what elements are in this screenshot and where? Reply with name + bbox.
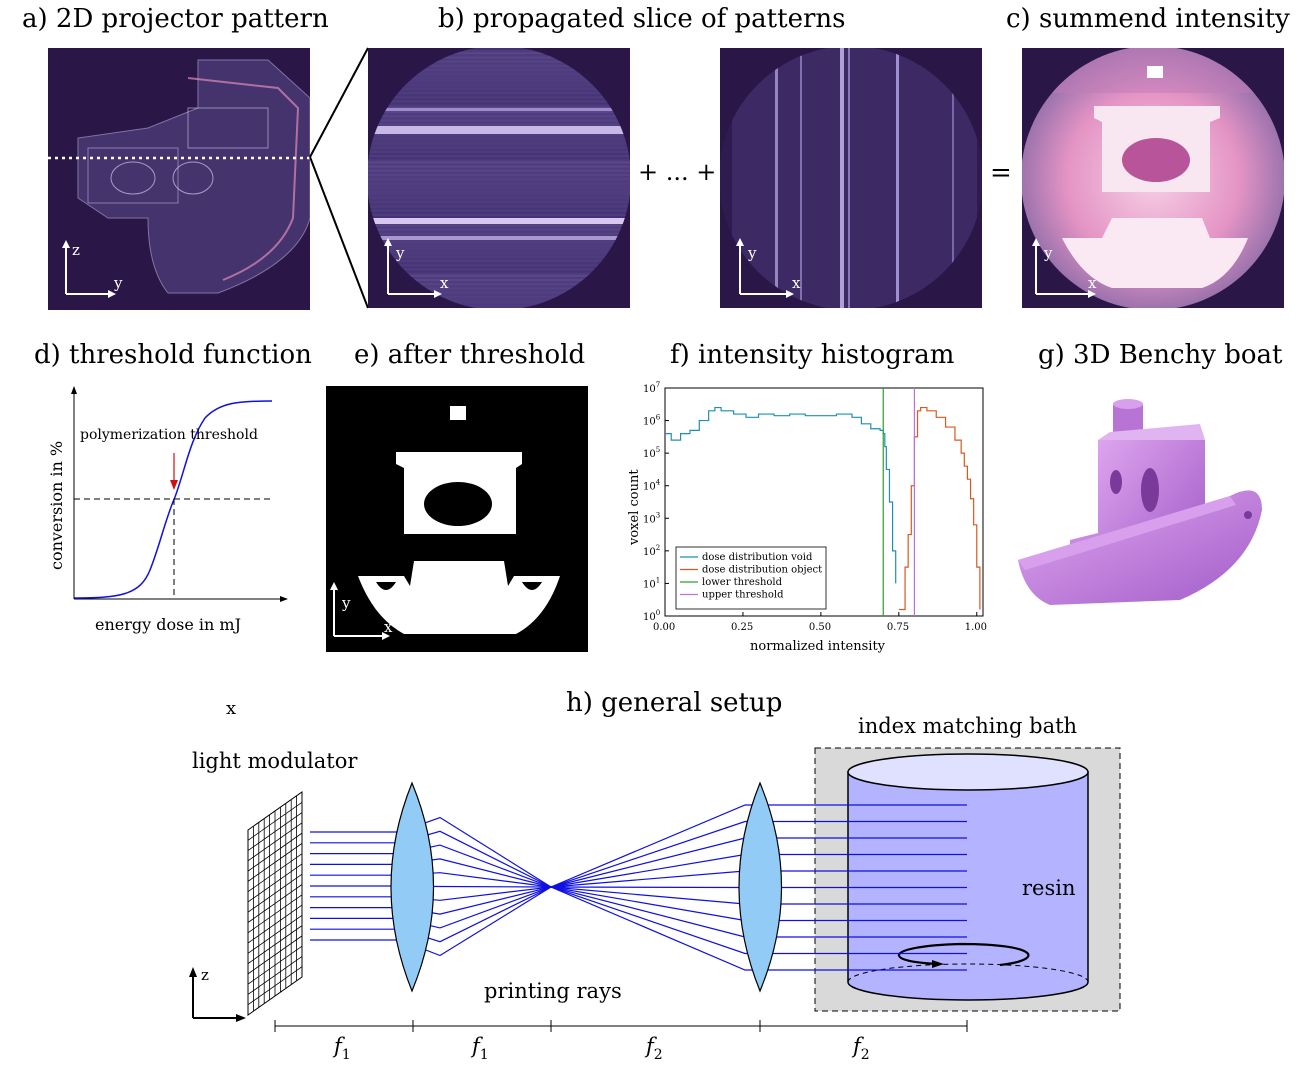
y-tick-label: 103 (643, 511, 660, 525)
rays-label: printing rays (484, 979, 622, 1003)
focal-length-2b: f2 (851, 1034, 870, 1063)
axis-z-label: z (201, 966, 209, 984)
bath-label: index matching bath (858, 714, 1077, 738)
resin-cylinder (847, 771, 1089, 1001)
legend-entry: lower threshold (702, 577, 783, 588)
focal-length-2a: f2 (644, 1034, 663, 1063)
x-tick-label: 0.00 (653, 622, 675, 633)
series-0-line (665, 406, 897, 584)
ray (310, 804, 967, 957)
legend-entry: dose distribution object (702, 565, 822, 576)
slice-pattern-1: x y (368, 48, 630, 308)
index-matching-bath (814, 747, 1121, 1012)
x-marker: x (226, 698, 236, 719)
x-tick-label: 0.50 (809, 622, 831, 633)
ray (310, 870, 967, 901)
title-d: d) threshold function (34, 340, 312, 370)
rotation-arrow (897, 942, 1030, 967)
equals-operator: = (990, 158, 1012, 188)
legend-entry: upper threshold (702, 590, 784, 601)
threshold-ylabel: conversion in % (47, 441, 66, 570)
ray (310, 830, 967, 955)
title-b: b) propagated slice of patterns (438, 4, 846, 34)
ray (310, 872, 967, 905)
axis-x-label: x (792, 274, 801, 292)
resin-label: resin (1022, 876, 1075, 900)
y-tick-label: 105 (643, 446, 660, 460)
focal-length-1a: f1 (332, 1034, 351, 1063)
axis-x-label: x (384, 618, 393, 636)
focal-length-1b: f1 (470, 1034, 489, 1063)
slice-pattern-2: x y (720, 48, 982, 308)
x-tick-label: 0.25 (731, 622, 753, 633)
modulator-label: light modulator (192, 749, 358, 773)
light-modulator (247, 791, 303, 1016)
ray (310, 816, 967, 971)
printing-rays (310, 804, 967, 971)
threshold-result-panel: x y (326, 386, 588, 652)
histogram-ylabel: voxel count (627, 469, 642, 546)
title-a: a) 2D projector pattern (22, 4, 329, 34)
histogram-legend (675, 546, 827, 610)
threshold-annotation: polymerization threshold (80, 427, 258, 443)
ray (310, 885, 967, 889)
ray (310, 837, 967, 929)
axis-y-label: y (113, 274, 123, 292)
lens-2 (738, 781, 783, 993)
y-tick-label: 107 (643, 381, 660, 395)
legend-entry: dose distribution void (702, 552, 813, 563)
axis-z-label: z (72, 241, 80, 259)
ray (310, 858, 967, 922)
y-tick-label: 102 (643, 544, 660, 558)
threshold-xlabel: energy dose in mJ (95, 615, 241, 634)
y-tick-label: 106 (643, 414, 661, 428)
ray (310, 844, 967, 938)
axis-y-label: y (1043, 244, 1053, 262)
plus-operator: + ... + (638, 158, 717, 186)
axis-y-label: y (747, 244, 757, 262)
x-tick-label: 1.00 (965, 622, 987, 633)
title-c: c) summend intensity (1006, 4, 1290, 34)
title-g: g) 3D Benchy boat (1038, 340, 1283, 370)
title-e: e) after threshold (354, 340, 586, 370)
title-h: h) general setup (566, 688, 783, 718)
series-1-line (898, 406, 981, 611)
title-f: f) intensity histogram (670, 340, 955, 370)
ray (310, 820, 967, 943)
y-tick-label: 101 (643, 576, 660, 590)
x-tick-label: 0.75 (887, 622, 909, 633)
projector-pattern-panel: y z (48, 48, 310, 310)
axis-y-label: y (341, 594, 351, 612)
axis-x-label: x (1088, 274, 1097, 292)
histogram-frame (664, 387, 984, 617)
ray (310, 853, 967, 915)
projector-pattern-image: y z (48, 59, 310, 298)
axis-x-label: x (440, 274, 449, 292)
axis-y-label: y (395, 244, 405, 262)
y-tick-label: 100 (643, 609, 660, 623)
y-tick-label: 104 (643, 479, 661, 493)
lens-1 (390, 781, 435, 993)
summed-intensity-panel: x y (1022, 48, 1284, 308)
histogram-xlabel: normalized intensity (750, 639, 886, 654)
